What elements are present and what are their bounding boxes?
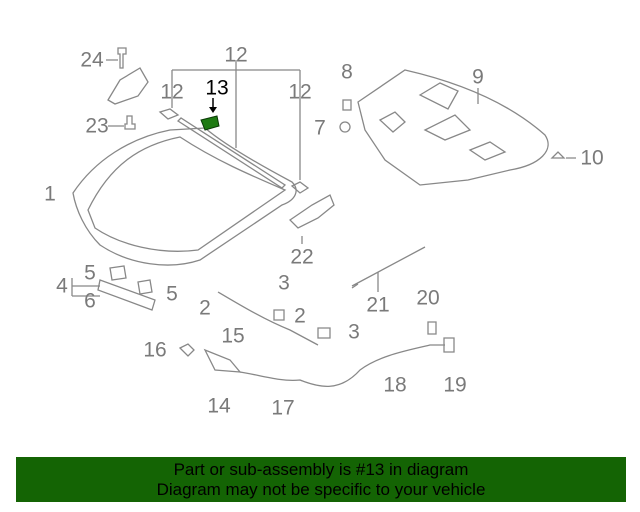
callout-6[interactable]: 6 xyxy=(84,289,96,313)
banner-line-1: Part or sub-assembly is #13 in diagram xyxy=(173,460,469,479)
callout-7[interactable]: 7 xyxy=(314,116,326,140)
callout-12-right[interactable]: 12 xyxy=(288,80,312,104)
banner-line-2: Diagram may not be specific to your vehi… xyxy=(156,480,486,499)
callout-15[interactable]: 15 xyxy=(221,324,245,348)
callout-23[interactable]: 23 xyxy=(85,114,109,138)
callout-14[interactable]: 14 xyxy=(207,394,231,418)
callout-3-upper[interactable]: 3 xyxy=(278,271,290,295)
callout-5-right[interactable]: 5 xyxy=(166,282,178,306)
weatherstrip xyxy=(176,117,287,189)
callout-10[interactable]: 10 xyxy=(580,146,604,170)
hood-insulator xyxy=(357,69,549,186)
callout-16[interactable]: 16 xyxy=(143,338,167,362)
release-cable xyxy=(239,344,445,388)
callout-21[interactable]: 21 xyxy=(366,293,390,317)
callout-19[interactable]: 19 xyxy=(443,373,467,397)
info-banner: Part or sub-assembly is #13 in diagram D… xyxy=(16,457,626,502)
callout-5-left[interactable]: 5 xyxy=(84,261,96,285)
part-13-highlight[interactable] xyxy=(199,98,223,134)
callout-9[interactable]: 9 xyxy=(472,65,484,89)
callout-4[interactable]: 4 xyxy=(56,274,68,298)
callout-2-right[interactable]: 2 xyxy=(294,304,306,328)
callout-2-left[interactable]: 2 xyxy=(199,296,211,320)
callout-22[interactable]: 22 xyxy=(290,245,314,269)
callout-17[interactable]: 17 xyxy=(271,396,295,420)
callout-11[interactable]: 12 xyxy=(224,43,248,67)
hood-panel xyxy=(72,127,297,266)
callout-8[interactable]: 8 xyxy=(341,60,353,84)
callout-18[interactable]: 18 xyxy=(383,373,407,397)
callout-3-right[interactable]: 3 xyxy=(348,320,360,344)
callout-12-left[interactable]: 12 xyxy=(160,80,184,104)
callout-24[interactable]: 24 xyxy=(80,48,104,72)
callout-20[interactable]: 20 xyxy=(416,286,440,310)
callout-1[interactable]: 1 xyxy=(44,182,56,206)
callout-13[interactable]: 13 xyxy=(205,76,229,100)
